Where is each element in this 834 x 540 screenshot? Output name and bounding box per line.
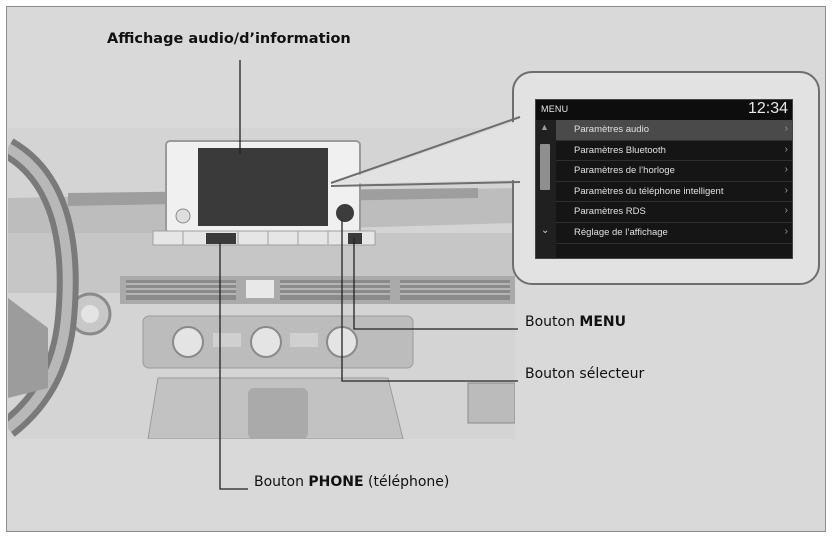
menu-caption-prefix: Bouton bbox=[525, 314, 580, 330]
menu-item-label: Paramètres audio bbox=[574, 124, 649, 135]
phone-caption-suffix: (téléphone) bbox=[363, 474, 450, 490]
screen-menu-title: MENU bbox=[541, 104, 569, 114]
dashboard-photo bbox=[8, 128, 515, 439]
screen-clock: 12:34 bbox=[747, 100, 788, 117]
scroll-down-icon[interactable]: ⌄ bbox=[541, 225, 550, 236]
menu-item-label: Paramètres RDS bbox=[574, 206, 646, 218]
scroll-thumb[interactable] bbox=[540, 144, 550, 190]
menu-item-audio[interactable]: Paramètres audio › bbox=[556, 120, 792, 141]
chevron-right-icon: › bbox=[784, 225, 788, 237]
phone-caption-bold: PHONE bbox=[308, 474, 364, 490]
menu-item-label: Paramètres Bluetooth bbox=[574, 144, 666, 156]
scroll-up-icon[interactable]: ▲ bbox=[540, 122, 549, 132]
menu-item-label: Réglage de l’affichage bbox=[574, 226, 668, 238]
chevron-right-icon: › bbox=[784, 123, 788, 134]
chevron-right-icon: › bbox=[784, 143, 788, 155]
chevron-right-icon: › bbox=[784, 205, 788, 217]
screen-header: MENU 12:34 bbox=[536, 100, 792, 120]
menu-item-bluetooth[interactable]: Paramètres Bluetooth › bbox=[556, 141, 792, 162]
menu-list: Paramètres audio › Paramètres Bluetooth … bbox=[556, 120, 792, 244]
chevron-right-icon: › bbox=[784, 164, 788, 176]
menu-item-display-adjust[interactable]: Réglage de l’affichage › bbox=[556, 223, 792, 244]
menu-caption-bold: MENU bbox=[579, 314, 627, 330]
menu-item-label: Paramètres du téléphone intelligent bbox=[574, 185, 724, 197]
phone-button-caption: Bouton PHONE (téléphone) bbox=[254, 474, 449, 490]
menu-item-label: Paramètres de l’horloge bbox=[574, 165, 675, 177]
audio-display-screen: MENU 12:34 ▲ ⌄ Paramètres audio › Paramè… bbox=[535, 99, 793, 259]
phone-caption-prefix: Bouton bbox=[254, 474, 309, 490]
chevron-right-icon: › bbox=[784, 184, 788, 196]
menu-button-caption: Bouton MENU bbox=[525, 314, 626, 330]
menu-item-rds[interactable]: Paramètres RDS › bbox=[556, 202, 792, 223]
menu-item-clock[interactable]: Paramètres de l’horloge › bbox=[556, 161, 792, 182]
selector-button-caption: Bouton sélecteur bbox=[525, 366, 645, 382]
display-caption: Affichage audio/d’information bbox=[107, 31, 351, 47]
menu-item-smartphone[interactable]: Paramètres du téléphone intelligent › bbox=[556, 182, 792, 203]
